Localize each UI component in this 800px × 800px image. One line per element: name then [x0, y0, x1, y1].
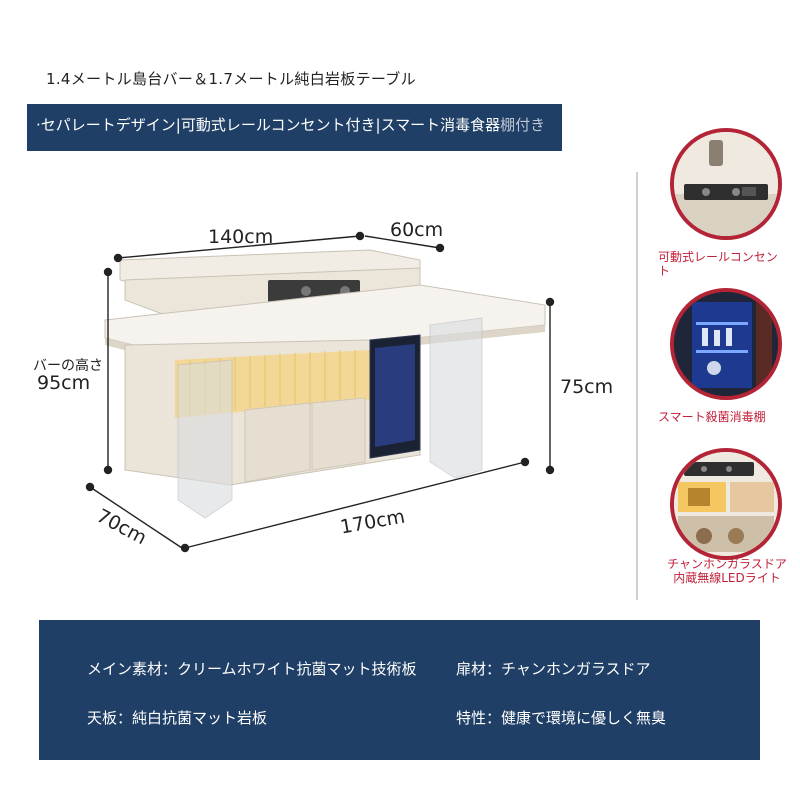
sterilizer-photo — [674, 292, 778, 396]
door-left — [244, 402, 311, 483]
glass-door-photo — [674, 452, 778, 556]
info-main-material: メイン素材：クリームホワイト抗菌マット技術板 — [87, 660, 417, 678]
rail-outlet-photo — [674, 132, 778, 236]
feature-text: ·セパレートデザイン|可動式レールコンセント付き|スマート消毒食器棚付き — [36, 114, 545, 135]
thumbnail-rail-outlet — [670, 128, 782, 240]
sterilizer-glow — [375, 344, 415, 447]
page-title: 1.4メートル島台バー＆1.7メートル純白岩板テーブル — [46, 70, 416, 88]
bar-height-label: バーの高さ — [33, 358, 103, 374]
acrylic-leg-left — [177, 359, 233, 519]
info-door-material: 扉材：チャンホンガラスドア — [456, 660, 651, 678]
thumbnail-sterilizer — [670, 288, 782, 400]
outlet-knob-left — [301, 286, 311, 296]
thumbnail-label-sterilizer: スマート殺菌消毒棚 — [658, 410, 766, 424]
dim-height: 75cm — [560, 376, 614, 398]
feature-band — [27, 104, 562, 151]
thumbnail-label-glass-door: チャンホンガラスドア 内蔵無線LEDライト — [667, 557, 787, 585]
dim-top-length: 140cm — [208, 226, 274, 248]
bar-height-value: 95cm — [37, 372, 91, 394]
vertical-divider — [636, 172, 638, 600]
thumbnail-label-rail-outlet: 可動式レールコンセント — [658, 250, 778, 278]
door-right — [311, 397, 366, 471]
feature-list: ·セパレートデザイン|可動式レールコンセント付き|スマート消毒食器 — [36, 116, 501, 134]
feature-tail: 棚付き — [500, 116, 546, 134]
thumbnail-glass-door — [670, 448, 782, 560]
info-properties: 特性：健康で環境に優しく無臭 — [456, 709, 667, 727]
product-illustration — [85, 231, 555, 553]
dim-top-depth: 60cm — [390, 219, 444, 241]
acrylic-leg-right — [429, 317, 483, 479]
dimension-lines — [85, 231, 555, 553]
info-top-material: 天板：純白抗菌マット岩板 — [87, 709, 268, 727]
info-panel — [39, 620, 760, 760]
